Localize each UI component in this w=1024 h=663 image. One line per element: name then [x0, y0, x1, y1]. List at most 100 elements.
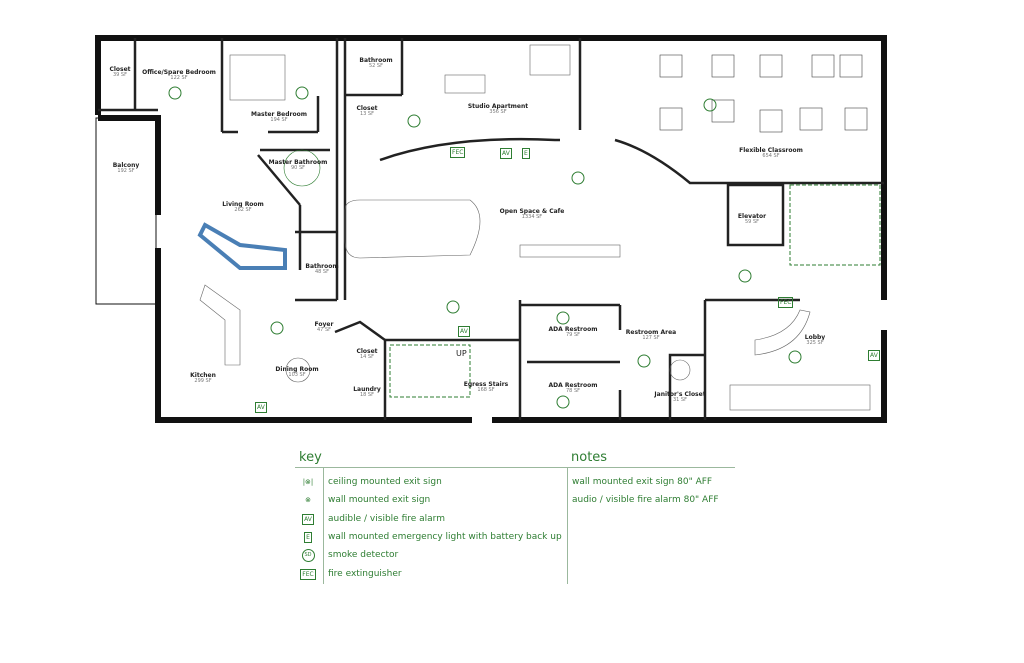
note-item: audio / visible fire alarm 80" AFF [572, 495, 719, 505]
room-name: Closet [356, 348, 378, 356]
fire-extinguisher-icon: FEC [300, 568, 316, 580]
room-area: 39 SF [112, 72, 127, 79]
room-name: Lobby [804, 334, 826, 342]
room-area: 48 SF [314, 269, 329, 276]
balcony [95, 117, 157, 305]
room-name: Flexible Classroom [739, 147, 803, 155]
room-area: 262 SF [234, 207, 252, 214]
room-name: Dining Room [275, 366, 319, 374]
key-label: wall mounted exit sign [328, 495, 431, 505]
room-area: 1334 SF [521, 214, 543, 221]
room-area: 299 SF [194, 378, 212, 385]
room-name: Janitor's Closet [654, 391, 706, 399]
room-area: 90 SF [290, 165, 306, 172]
emergency-light-icon: E [304, 531, 312, 543]
wall-exit-sign-icon: ⊗ [305, 496, 311, 504]
room-name: Open Space & Cafe [499, 208, 565, 216]
room-name: Living Room [222, 201, 264, 209]
fire-alarm-icon: AV [255, 402, 267, 413]
fire-alarm-icon: AV [302, 513, 314, 525]
room-area: 192 SF [117, 168, 135, 175]
room-area: 52 SF [368, 63, 383, 70]
room-name: Bathroom [359, 57, 393, 65]
room-area: 356 SF [489, 109, 507, 116]
room-name: Foyer [314, 321, 334, 329]
key-label: ceiling mounted exit sign [328, 477, 442, 487]
room-name: Laundry [353, 386, 381, 394]
key-label: fire extinguisher [328, 569, 402, 579]
room-name: Master Bathroom [268, 159, 328, 167]
fire-alarm-icon: AV [458, 326, 470, 337]
room-name: ADA Restroom [548, 326, 598, 334]
sofa-highlight [197, 222, 287, 270]
room-area: 13 SF [359, 111, 374, 118]
room-area: 103 SF [288, 372, 306, 379]
key-label: audible / visible fire alarm [328, 514, 445, 524]
room-name: Restroom Area [625, 329, 677, 337]
room-area: 194 SF [270, 117, 288, 124]
room-name: Closet [109, 66, 131, 74]
smoke-detector-icon: SD [301, 548, 315, 562]
key-label: wall mounted emergency light with batter… [328, 532, 562, 542]
ceiling-exit-sign-icon: |⊗| [302, 478, 314, 486]
room-area: 654 SF [762, 153, 780, 160]
room-name: Bathroom [305, 263, 339, 271]
room-area: 14 SF [359, 354, 374, 361]
notes-column-divider [567, 468, 568, 584]
fire-extinguisher-icon: FEC [450, 147, 466, 158]
fire-alarm-icon: AV [868, 350, 880, 361]
room-name: Elevator [737, 213, 767, 221]
room-area: 31 SF [672, 397, 687, 404]
room-name: Kitchen [190, 372, 216, 380]
room-area: 47 SF [316, 327, 332, 334]
room-name: Egress Stairs [463, 381, 509, 389]
notes-title: notes [571, 450, 608, 465]
fire-extinguisher-icon: FEC [778, 297, 794, 308]
room-area: 79 SF [565, 332, 581, 339]
smoke-detectors [168, 86, 802, 409]
room-name: Office/Spare Bedroom [142, 69, 216, 77]
room-area: 325 SF [806, 340, 824, 347]
room-area: 18 SF [359, 392, 374, 399]
key-title: key [299, 450, 322, 465]
classroom-tables [659, 54, 868, 133]
note-item: wall mounted exit sign 80" AFF [572, 477, 713, 487]
room-name: Balcony [112, 162, 140, 170]
room-name: Master Bedroom [251, 111, 307, 119]
room-name: Closet [356, 105, 378, 113]
room-area: 122 SF [170, 75, 188, 82]
stairs-up-label: UP [456, 349, 467, 358]
emergency-light-icon: E [522, 148, 530, 159]
room-area: 127 SF [642, 335, 660, 342]
room-name: ADA Restroom [548, 382, 598, 390]
key-column-divider [323, 468, 324, 584]
furniture [199, 44, 871, 411]
fire-alarm-icon: AV [500, 148, 512, 159]
stairs [389, 184, 881, 398]
key-divider [295, 467, 735, 468]
